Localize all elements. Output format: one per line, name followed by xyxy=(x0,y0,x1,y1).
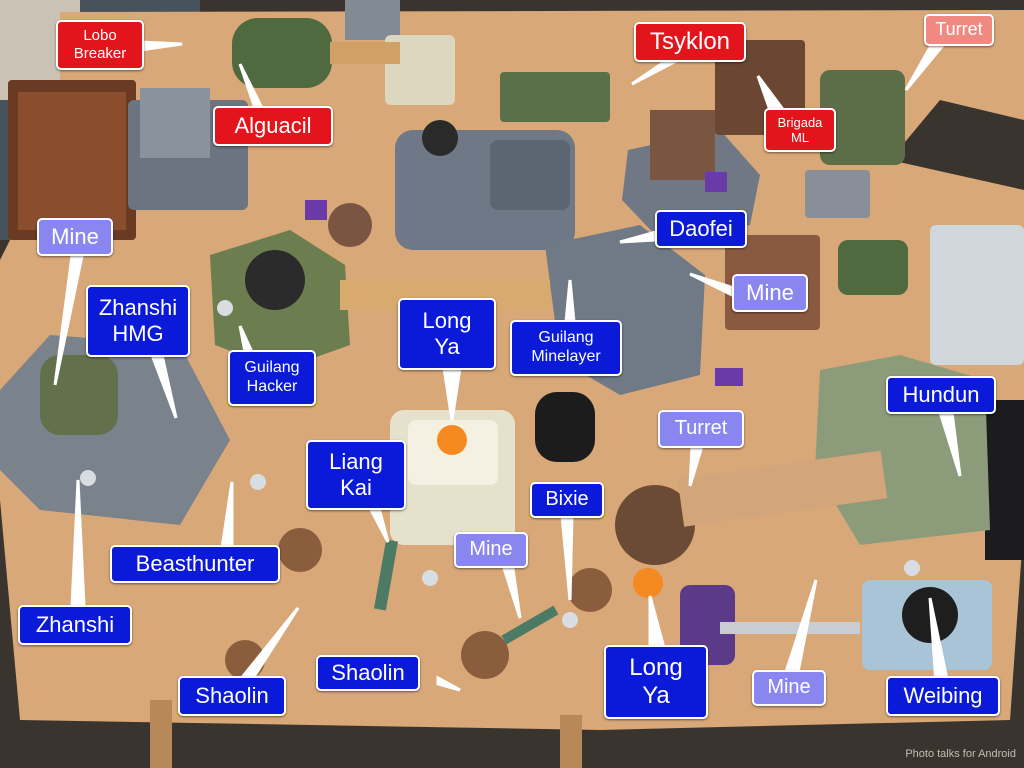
green-silo xyxy=(40,355,118,435)
barricade-b xyxy=(374,539,398,611)
label-zhanshi: Zhanshi xyxy=(18,605,132,645)
label-weibing: Weibing xyxy=(886,676,1000,716)
mine-token-e xyxy=(904,560,920,576)
green-turret-pad xyxy=(820,70,905,165)
black-bag xyxy=(985,400,1024,560)
label-mine-center: Mine xyxy=(454,532,528,568)
brown-building-mid xyxy=(650,110,715,180)
label-zhanshi-hmg: Zhanshi HMG xyxy=(86,285,190,357)
grey-building-top-left-roof xyxy=(140,88,210,158)
purple-barrier-c xyxy=(305,200,327,220)
label-bixie: Bixie xyxy=(530,482,604,518)
dome-turret xyxy=(422,120,458,156)
walkway-right xyxy=(677,450,888,527)
label-mine-right: Mine xyxy=(732,274,808,312)
barricade-a xyxy=(501,605,559,645)
label-turret-top: Turret xyxy=(924,14,994,46)
mine-token-d xyxy=(562,612,578,628)
brown-round-turret xyxy=(615,485,695,565)
grey-bunker-center-top xyxy=(490,140,570,210)
label-long-ya-bottom: Long Ya xyxy=(604,645,708,719)
pointer-shaolin-center xyxy=(436,675,461,692)
orange-token-bottom xyxy=(633,568,663,598)
orange-token-center xyxy=(437,425,467,455)
label-hundun: Hundun xyxy=(886,376,996,414)
brown-crate-a xyxy=(278,528,322,572)
purple-barrier xyxy=(715,368,743,386)
label-shaolin-left: Shaolin xyxy=(178,676,286,716)
pointer-mine-left xyxy=(53,254,84,386)
label-long-ya-top: Long Ya xyxy=(398,298,496,370)
black-barrel xyxy=(535,392,595,462)
label-mine-left: Mine xyxy=(37,218,113,256)
label-beasthunter: Beasthunter xyxy=(110,545,280,583)
label-turret-mid: Turret xyxy=(658,410,744,448)
label-liang-kai: Liang Kai xyxy=(306,440,406,510)
table-leg-left xyxy=(150,700,172,768)
label-guilang-minelayer: Guilang Minelayer xyxy=(510,320,622,376)
label-shaolin-center: Shaolin xyxy=(316,655,420,691)
walkway-top xyxy=(330,42,400,64)
brown-crate-c xyxy=(461,631,509,679)
grey-tower-top xyxy=(345,0,400,40)
round-grate xyxy=(245,250,305,310)
purple-barrier-b xyxy=(705,172,727,192)
label-brigada-ml: Brigada ML xyxy=(764,108,836,152)
plastic-box xyxy=(930,225,1024,365)
brown-crate-e xyxy=(328,203,372,247)
mine-token-b xyxy=(217,300,233,316)
label-lobo-breaker: Lobo Breaker xyxy=(56,20,144,70)
label-tsyklon: Tsyklon xyxy=(634,22,746,62)
white-bunker-top xyxy=(385,35,455,105)
label-daofei: Daofei xyxy=(655,210,747,248)
mine-token-a xyxy=(80,470,96,486)
brown-crate-d xyxy=(568,568,612,612)
wooden-tray-inner xyxy=(18,92,126,230)
watermark: Photo talks for Android xyxy=(905,748,1016,760)
wall-bottom-right xyxy=(720,622,860,634)
label-guilang-hacker: Guilang Hacker xyxy=(228,350,316,406)
mine-token-c xyxy=(422,570,438,586)
green-small-hut xyxy=(838,240,908,295)
table-leg-right xyxy=(560,715,582,768)
green-container xyxy=(500,72,610,122)
green-hut-top xyxy=(232,18,332,88)
label-mine-bottom: Mine xyxy=(752,670,826,706)
mine-token-f xyxy=(250,474,266,490)
grey-generator xyxy=(805,170,870,218)
label-alguacil: Alguacil xyxy=(213,106,333,146)
